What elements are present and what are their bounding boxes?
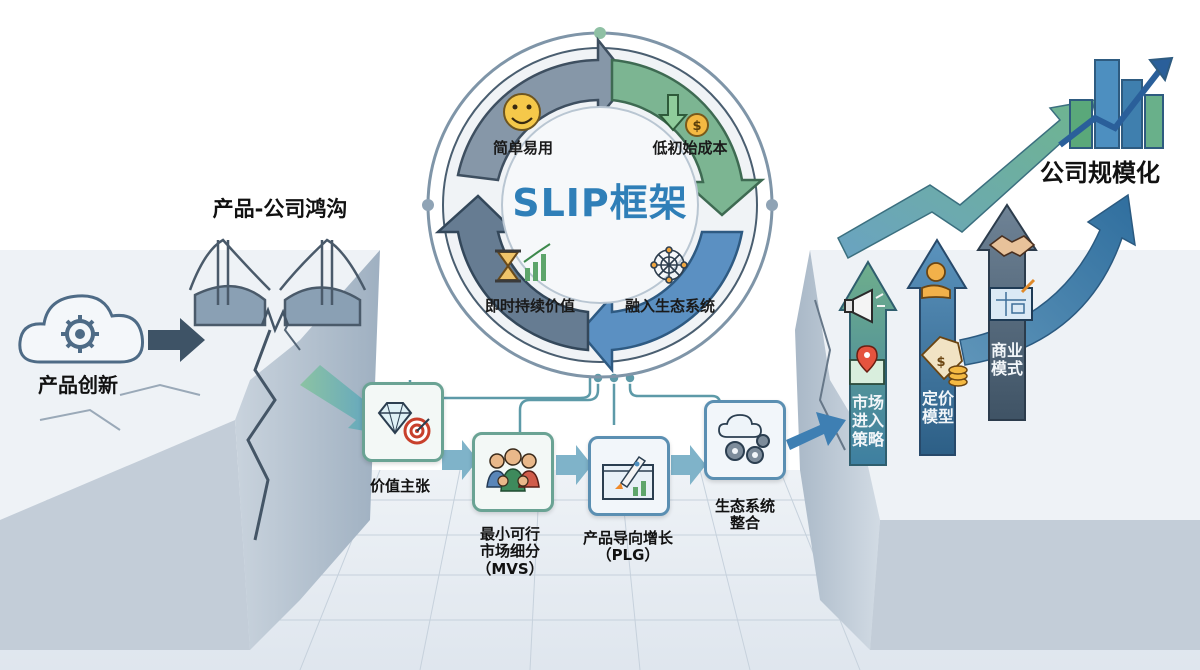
- column-label-market-entry: 市场 进入 策略: [851, 393, 884, 449]
- slip-cycle: $: [422, 27, 778, 379]
- city-skyline-icon: [1058, 56, 1174, 149]
- column-label-business-model: 商业 模式: [990, 341, 1023, 379]
- cycle-connectors: [408, 372, 722, 432]
- innovation-label: 产品创新: [38, 373, 118, 397]
- network-icon: [650, 246, 688, 284]
- diamond-target-icon: [377, 402, 431, 445]
- segment-low-cost: [610, 58, 766, 217]
- rocket-chart-icon: [602, 455, 654, 500]
- slip-title: SLIP框架: [512, 181, 688, 225]
- price-tag-coins-icon: $: [920, 335, 968, 387]
- step-label-plg: 产品导向增长 （PLG）: [582, 529, 673, 565]
- step-arrows: [442, 412, 846, 485]
- segment-simple: [456, 36, 632, 182]
- step-card-plg: [588, 436, 670, 516]
- people-group-icon: [486, 448, 540, 492]
- step-card-ecosystem: [704, 400, 786, 480]
- step-label-ecosystem: 生态系统 整合: [714, 497, 775, 533]
- gap-title: 产品-公司鸿沟: [212, 197, 348, 221]
- segment-label-instant-value: 即时持续价值: [484, 297, 575, 315]
- map-pin-icon: [849, 345, 885, 385]
- bridge-illustration: [188, 238, 367, 334]
- blueprint-icon: [989, 278, 1036, 321]
- right-cliff: [795, 250, 1200, 650]
- hand-coin-icon: [921, 262, 951, 300]
- svg-text:$: $: [936, 355, 945, 370]
- segment-label-ecosystem: 融入生态系统: [624, 297, 715, 315]
- cloud-gears-icon: [718, 414, 770, 464]
- innovation-arrow: [148, 318, 205, 362]
- scale-title: 公司规模化: [1040, 159, 1160, 187]
- step-label-mvs: 最小可行 市场细分 （MVS）: [476, 525, 544, 578]
- step-label-value-proposition: 价值主张: [369, 477, 430, 495]
- low-cost-icon: $: [657, 94, 709, 137]
- smiley-icon: [503, 93, 541, 131]
- handshake-icon: [988, 235, 1036, 257]
- segment-ecosystem: [578, 230, 744, 374]
- segment-label-low-cost: 低初始成本: [652, 139, 728, 157]
- hourglass-chart-icon: [495, 243, 551, 283]
- segment-label-simple: 简单易用: [492, 139, 553, 157]
- step-card-mvs: [472, 432, 554, 512]
- svg-text:$: $: [692, 119, 701, 134]
- column-label-pricing: 定价 模型: [921, 389, 954, 427]
- cloud-gear-icon: [18, 294, 145, 364]
- megaphone-icon: [844, 288, 885, 324]
- step-card-value-proposition: [362, 382, 444, 462]
